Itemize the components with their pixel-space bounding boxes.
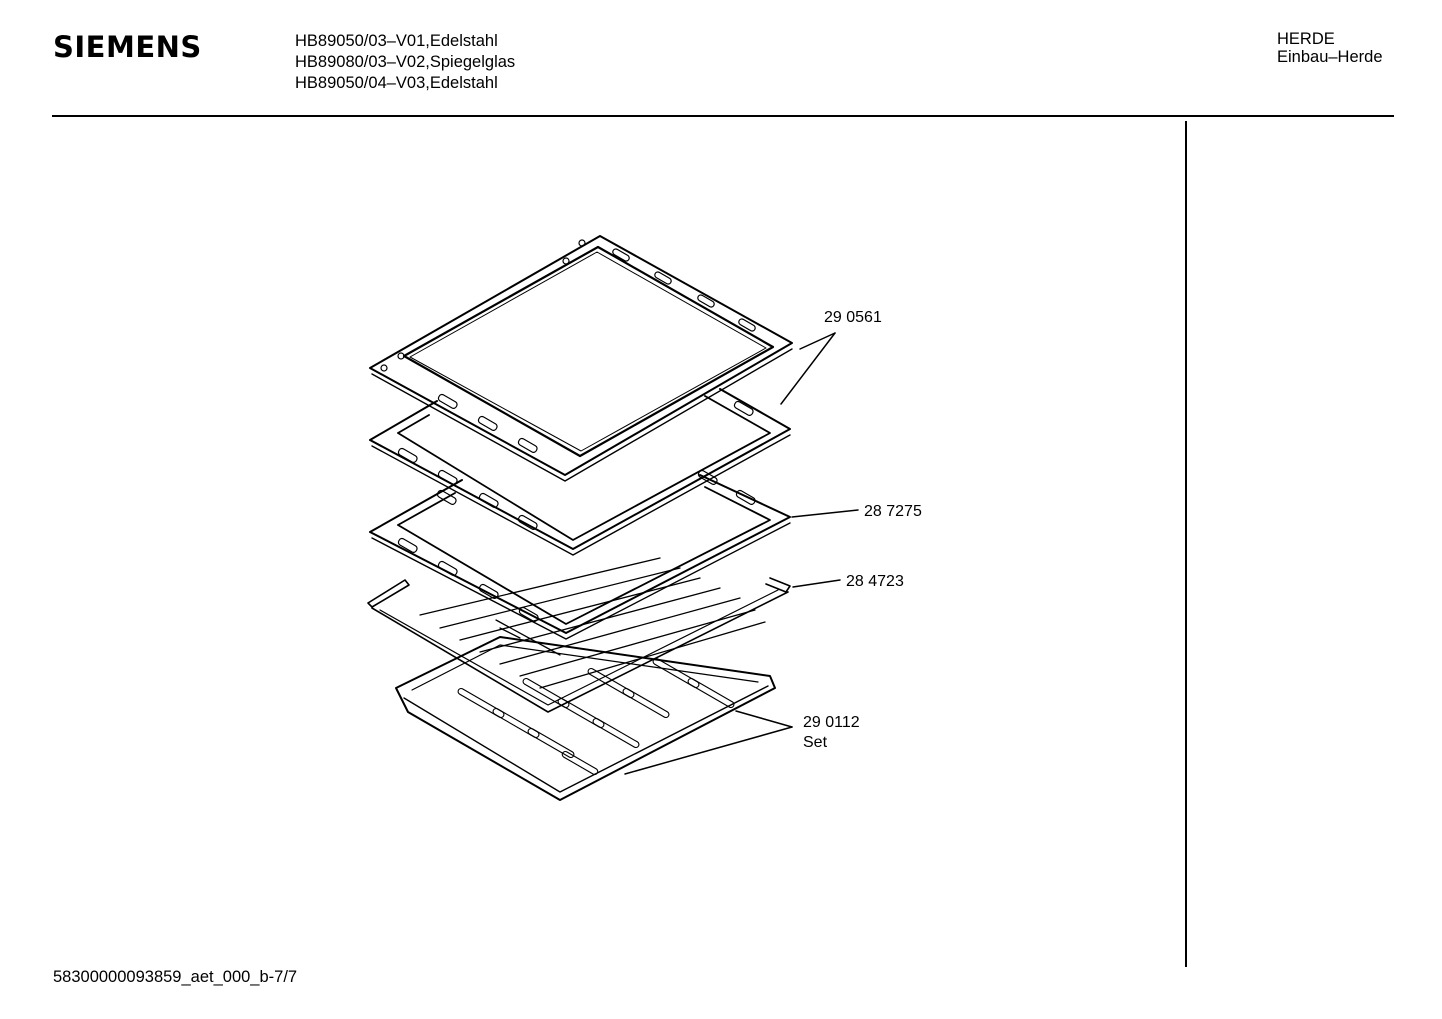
model-list: HB89050/03–V01,Edelstahl HB89080/03–V02,… — [295, 31, 515, 94]
baking-tray-part — [395, 636, 776, 801]
category-block: HERDE Einbau–Herde — [1277, 30, 1383, 66]
document-code: 58300000093859_aet_000_b-7/7 — [53, 968, 298, 986]
model-line: HB89050/04–V03,Edelstahl — [295, 74, 498, 92]
callout-part-number: 29 0561 — [824, 309, 882, 326]
parts-column-divider — [1185, 121, 1187, 967]
category-line: Einbau–Herde — [1277, 48, 1383, 66]
model-line: HB89050/03–V01,Edelstahl — [295, 32, 498, 50]
leader-lines — [624, 332, 859, 775]
model-line: HB89080/03–V02,Spiegelglas — [295, 53, 516, 71]
callout-part-number: 29 0112 — [803, 714, 860, 731]
brand-logo: SIEMENS — [53, 30, 202, 64]
wire-rack-part — [367, 557, 791, 713]
inner-frame-part — [369, 469, 791, 640]
category-line: HERDE — [1277, 30, 1335, 48]
header-divider — [52, 115, 1394, 117]
callout-part-number: 28 7275 — [864, 503, 922, 520]
top-frame-part — [369, 235, 793, 482]
callout-part-number: 28 4723 — [846, 573, 904, 590]
second-frame-part — [369, 388, 791, 556]
part-callouts: 29 0561 28 7275 28 4723 29 0112 Set — [803, 309, 922, 751]
callout-part-qualifier: Set — [803, 734, 828, 751]
